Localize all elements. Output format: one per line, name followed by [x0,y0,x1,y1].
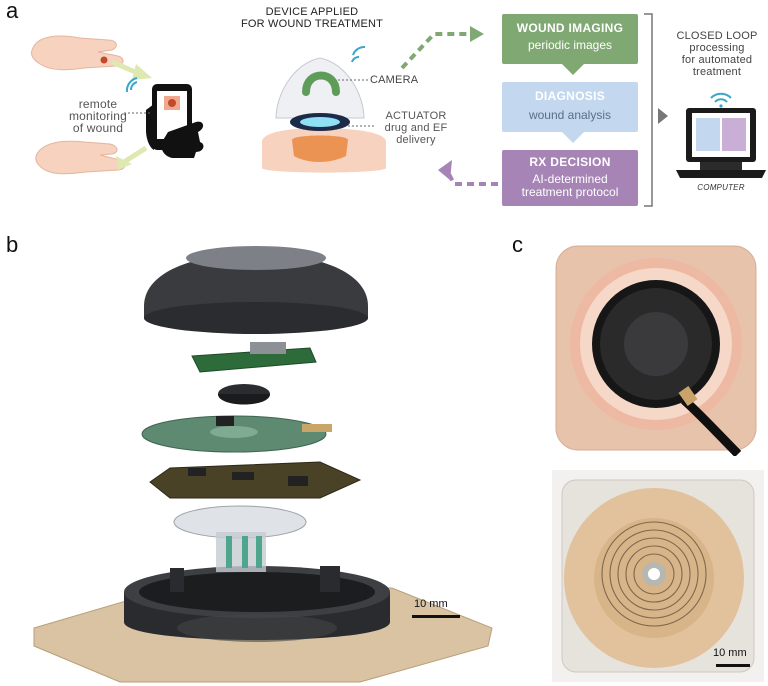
wound-device-icon [262,57,386,173]
rx-decision-subtitle-line-1: AI-determined [532,172,608,186]
camera-label: CAMERA [370,74,419,86]
actuator-label-line-3: delivery [396,134,436,146]
diagnosis-title: DIAGNOSIS [534,89,606,103]
diagnosis-box: DIAGNOSIS wound analysis [502,82,638,132]
device-photo-bottom [552,470,764,682]
outer-housing-ring [124,566,390,642]
remote-label-line-2: monitoring [68,109,128,123]
actuator-label: ACTUATOR drug and EF delivery [376,110,456,146]
arrow-to-hand-icon [122,145,148,165]
scale-label-c: 10 mm [713,647,747,659]
laptop-wifi-icon [710,92,732,108]
laptop-icon [676,108,766,178]
panel-a-illustration [31,13,766,207]
rx-decision-subtitle-line-2: treatment protocol [521,185,619,199]
wound-imaging-title: WOUND IMAGING [516,21,624,35]
top-circuit-board [191,342,317,373]
scale-label-b: 10 mm [414,598,448,610]
rx-decision-title: RX DECISION [529,155,611,169]
diagnosis-subtitle: wound analysis [528,108,612,122]
image-transfer-arrow-icon [400,32,470,70]
lower-circuit-board [149,461,362,499]
remote-label-line-1: remote [78,97,118,111]
actuator-label-line-1: ACTUATOR [385,110,447,122]
scale-bar-b [412,615,460,618]
camera-lens [218,384,270,405]
rx-decision-box: RX DECISION AI-determined treatment prot… [502,150,638,206]
closed-loop-line-3: for automated [681,54,753,66]
device-photo-top [555,245,757,456]
scale-bar-c [716,664,750,667]
wifi-icon [125,77,138,93]
upper-hand-icon [31,35,124,71]
lower-hand-icon [35,140,126,175]
green-spacer-disc [141,415,332,453]
exploded-device-render [33,246,493,683]
treatment-arrow-icon [446,171,498,186]
panel-label-c: c [512,232,523,257]
device-wifi-icon [351,46,366,63]
closed-loop-line-1: CLOSED LOOP [676,30,758,42]
actuator-label-line-2: drug and EF [384,122,448,134]
device-title-line-1: DEVICE APPLIED [265,6,359,18]
remote-label-line-3: of wound [72,121,124,135]
panel-label-a: a [6,0,19,23]
closed-loop-line-4: treatment [692,66,742,78]
panel-label-b: b [6,232,19,257]
remote-monitoring-label: remote monitoring of wound [60,98,136,134]
device-title: DEVICE APPLIED FOR WOUND TREATMENT [224,6,400,30]
closed-loop-label: CLOSED LOOP processing for automated tre… [668,30,766,78]
wound-imaging-box: WOUND IMAGING periodic images [502,14,638,64]
wound-imaging-subtitle: periodic images [527,38,613,52]
device-title-line-2: FOR WOUND TREATMENT [240,18,384,30]
closed-loop-bracket [644,13,653,207]
phone-in-hand-icon [146,84,204,158]
closed-loop-line-2: processing [689,42,745,54]
electrode-array [173,505,307,572]
dome-cap [144,246,368,334]
computer-label: COMPUTER [697,183,745,192]
